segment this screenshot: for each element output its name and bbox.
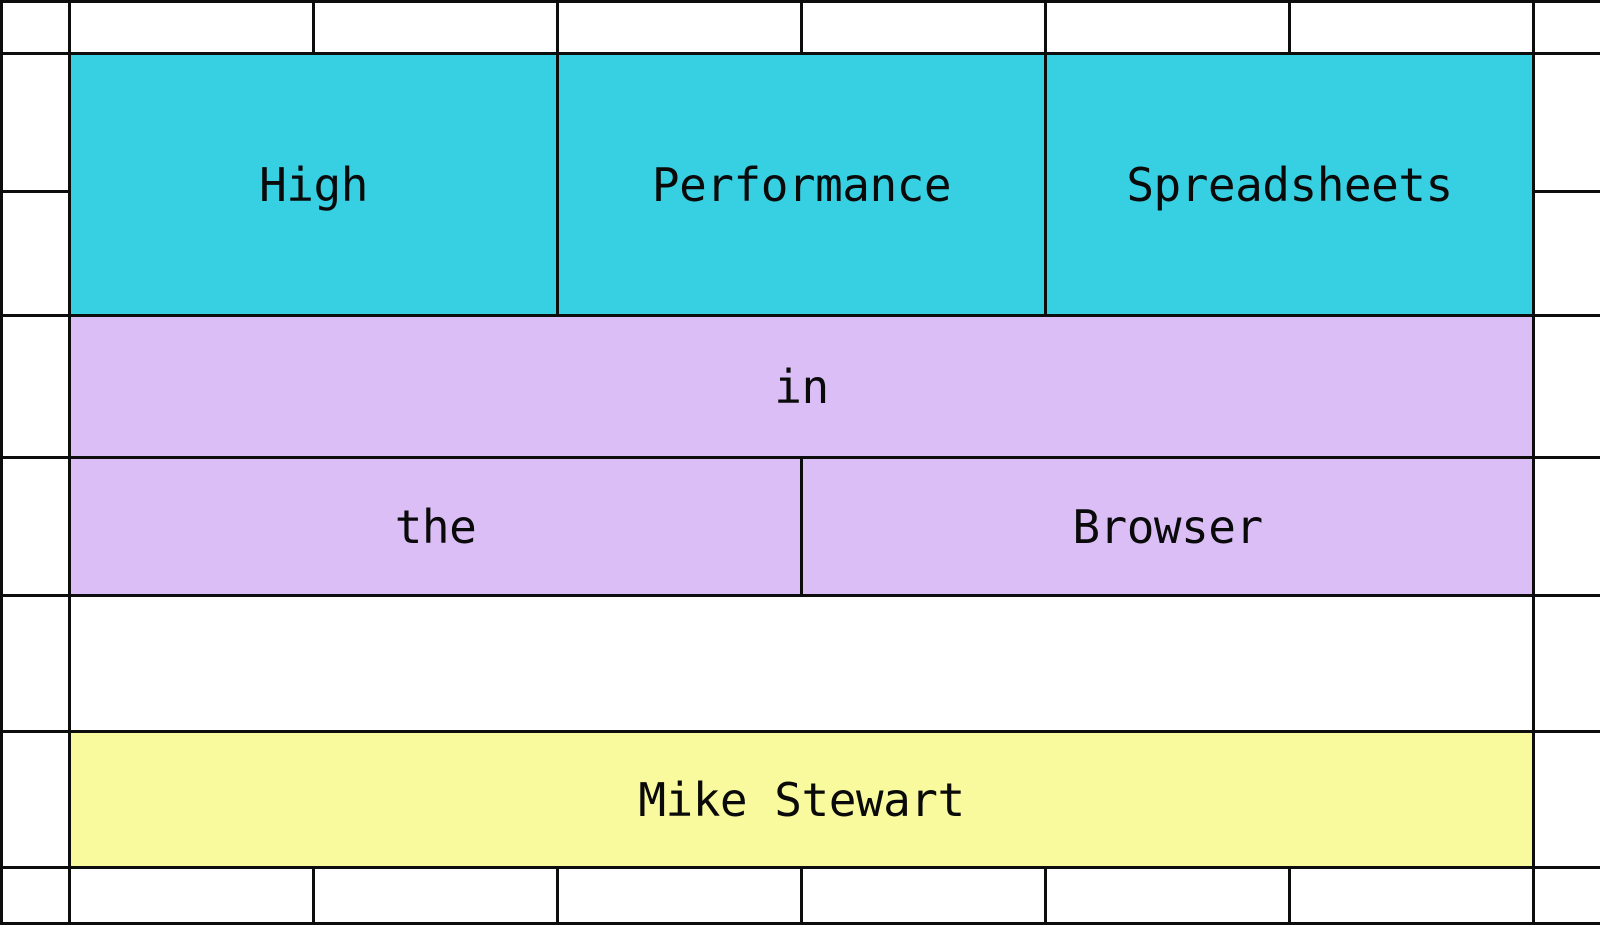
grid-cell-r8c1[interactable]: [68, 866, 315, 925]
grid-cell-r1c5[interactable]: [1044, 0, 1291, 55]
cell-text: High: [259, 157, 368, 212]
title-cell-in[interactable]: in: [68, 314, 1535, 459]
grid-cell-r4c0[interactable]: [0, 314, 71, 459]
grid-cell-r1c2[interactable]: [312, 0, 559, 55]
grid-cell-r7c0[interactable]: [0, 730, 71, 869]
cell-text: Performance: [651, 157, 952, 212]
grid-cell-r2c7[interactable]: [1532, 52, 1600, 193]
cell-text: in: [774, 359, 829, 414]
grid-cell-r6c7[interactable]: [1532, 594, 1600, 733]
grid-cell-r5c0[interactable]: [0, 456, 71, 597]
title-cell-spreadsheets[interactable]: Spreadsheets: [1044, 52, 1535, 317]
cell-text: Spreadsheets: [1126, 157, 1453, 212]
grid-cell-r5c7[interactable]: [1532, 456, 1600, 597]
grid-cell-r8c2[interactable]: [312, 866, 559, 925]
grid-cell-r1c7[interactable]: [1532, 0, 1600, 55]
grid-cell-r3c0[interactable]: [0, 190, 71, 317]
grid-cell-r8c7[interactable]: [1532, 866, 1600, 925]
grid-cell-r3c7[interactable]: [1532, 190, 1600, 317]
title-cell-the[interactable]: the: [68, 456, 803, 597]
grid-cell-r1c3[interactable]: [556, 0, 803, 55]
cell-text: Browser: [1072, 499, 1263, 554]
grid-cell-r7c7[interactable]: [1532, 730, 1600, 869]
title-cell-high[interactable]: High: [68, 52, 559, 317]
grid-cell-r8c3[interactable]: [556, 866, 803, 925]
cell-text: Mike Stewart: [638, 772, 965, 827]
grid-cell-r4c7[interactable]: [1532, 314, 1600, 459]
spacer-cell-row6[interactable]: [68, 594, 1535, 733]
author-cell[interactable]: Mike Stewart: [68, 730, 1535, 869]
grid-cell-r8c5[interactable]: [1044, 866, 1291, 925]
grid-cell-r8c6[interactable]: [1288, 866, 1535, 925]
grid-cell-r1c4[interactable]: [800, 0, 1047, 55]
title-cell-browser[interactable]: Browser: [800, 456, 1535, 597]
grid-cell-r6c0[interactable]: [0, 594, 71, 733]
grid-cell-r2c0[interactable]: [0, 52, 71, 193]
grid-cell-r8c0[interactable]: [0, 866, 71, 925]
grid-cell-r1c1[interactable]: [68, 0, 315, 55]
grid-cell-r1c6[interactable]: [1288, 0, 1535, 55]
title-cell-performance[interactable]: Performance: [556, 52, 1047, 317]
cell-text: the: [394, 499, 477, 554]
grid-cell-r1c0[interactable]: [0, 0, 71, 55]
grid-cell-r8c4[interactable]: [800, 866, 1047, 925]
